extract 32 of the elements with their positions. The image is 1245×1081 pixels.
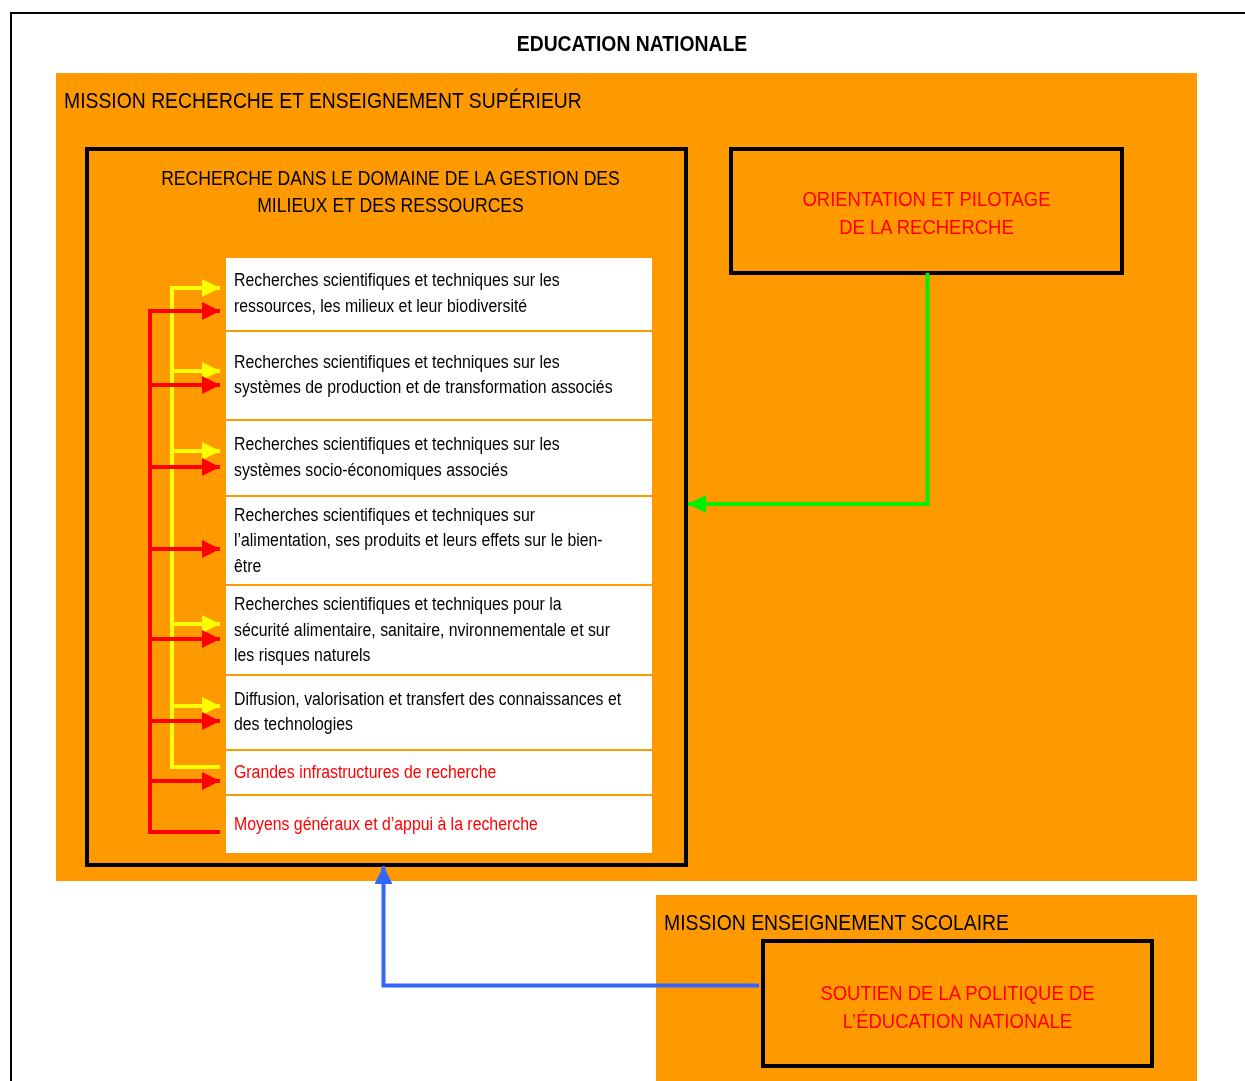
action-row xyxy=(226,332,652,419)
heading: MISSION ENSEIGNEMENT SCOLAIRE xyxy=(664,909,1010,937)
action-text: Recherches scientifiques et techniques pour la sécurité alimentaire, sanitaire, nvironnementale et sur les risques naturels xyxy=(234,592,611,667)
heading: RECHERCHE DANS LE DOMAINE DE LA GESTION DES MILIEUX ET DES RESSOURCES xyxy=(160,166,621,218)
arrow xyxy=(170,697,220,769)
action-row xyxy=(226,258,652,330)
action-text: Recherches scientifiques et techniques sur l’alimentation, ses produits et leurs effets sur le bien-être xyxy=(234,503,604,578)
program-box xyxy=(729,147,1124,275)
action-row xyxy=(226,497,652,584)
action-text: Recherches scientifiques et techniques sur les systèmes socio-économiques associés xyxy=(234,433,561,482)
action-row xyxy=(226,421,652,495)
arrow xyxy=(688,273,930,513)
action-text: Moyens généraux et d’appui à la recherche xyxy=(234,812,539,836)
action-text: Recherches scientifiques et techniques sur les systèmes de production et de transformation associés xyxy=(234,350,614,400)
action-text: Grandes infrastructures de recherche xyxy=(234,760,498,784)
mission-panel xyxy=(56,73,1197,881)
heading: SOUTIEN DE LA POLITIQUE DE L’ÉDUCATION NATIONALE xyxy=(819,980,1096,1035)
arrow xyxy=(148,772,220,834)
action-row xyxy=(226,751,652,794)
action-row xyxy=(226,676,652,749)
program-box xyxy=(85,147,688,867)
outer-frame xyxy=(10,12,1245,1081)
arrow xyxy=(374,866,759,988)
program-box xyxy=(761,939,1154,1068)
heading: MISSION RECHERCHE ET ENSEIGNEMENT SUPÉRIEUR xyxy=(64,87,583,115)
action-row xyxy=(226,796,652,853)
heading: EDUCATION NATIONALE xyxy=(515,30,749,58)
heading: ORIENTATION ET PILOTAGE DE LA RECHERCHE xyxy=(801,186,1052,241)
action-text: Recherches scientifiques et techniques sur les ressources, les milieux et leur biodiversité xyxy=(234,269,561,318)
mission-panel xyxy=(656,895,1197,1081)
action-row xyxy=(226,586,652,674)
action-text: Diffusion, valorisation et transfert des connaissances et des technologies xyxy=(234,687,622,737)
